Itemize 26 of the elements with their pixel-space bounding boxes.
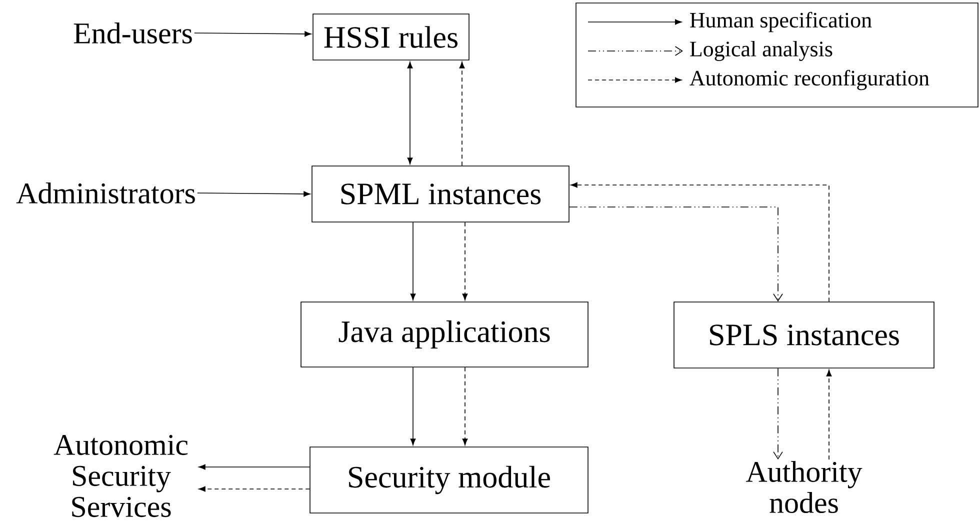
- process-box: SPML instances: [312, 166, 570, 222]
- process-box: Security module: [310, 446, 588, 514]
- arrow: [198, 464, 310, 470]
- process-box: HSSI rules: [312, 14, 470, 60]
- arrow: [462, 222, 468, 300]
- arrow: [826, 370, 832, 460]
- actor-label: Administrators: [16, 182, 195, 204]
- process-box: Java applications: [300, 302, 588, 368]
- legend-label: Human specification: [690, 12, 872, 32]
- arrow: [459, 62, 465, 166]
- arrow: [197, 191, 310, 197]
- arrow: [407, 62, 413, 164]
- legend-label: Logical analysis: [690, 41, 832, 61]
- actor-label: Autonomic Security Services: [54, 434, 188, 518]
- arrow: [569, 206, 783, 302]
- arrow: [194, 31, 312, 37]
- process-box: SPLS instances: [674, 302, 934, 368]
- arrow: [773, 368, 783, 460]
- arrow: [198, 486, 310, 492]
- arrow: [410, 222, 416, 300]
- arrow: [462, 367, 468, 446]
- actor-label: Authority nodes: [746, 460, 862, 514]
- arrow: [570, 182, 830, 302]
- arrow: [410, 367, 416, 446]
- legend-label: Autonomic reconfiguration: [690, 70, 930, 90]
- actor-label: End-users: [74, 22, 192, 44]
